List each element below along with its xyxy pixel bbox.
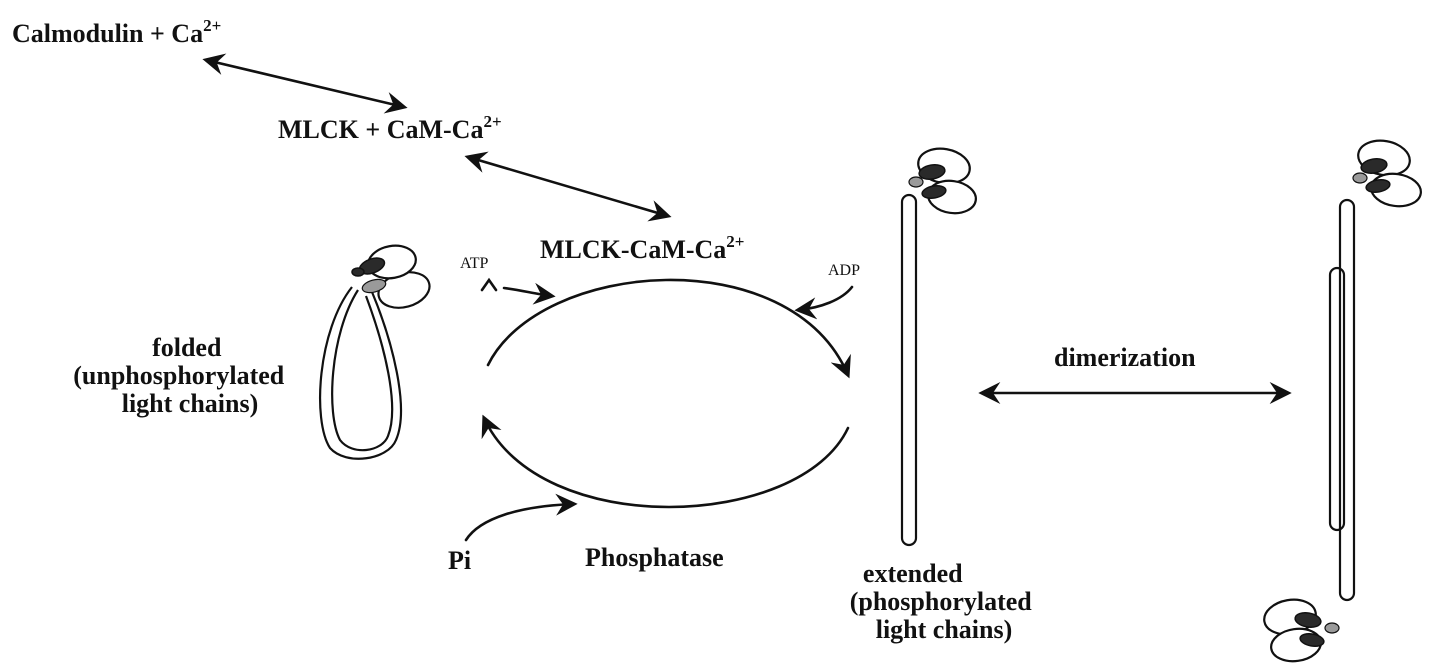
dimerization-label: dimerization [1054,343,1196,372]
atp-arrow [502,282,556,305]
extended-myosin-icon [900,147,977,547]
extended-label: extended (phosphorylated light chains) [850,559,1039,644]
equilibrium-arrow-2 [464,151,672,222]
adp-label: ADP [828,262,860,279]
mlck-plus-cam-label: MLCK + CaM-Ca2+ [278,112,502,144]
phosphatase-label: Phosphatase [585,543,724,572]
pi-arrow [464,493,578,542]
folded-myosin-icon [318,244,431,460]
phosphatase-arc-arrow [481,414,850,509]
mlck-cam-complex-label: MLCK-CaM-Ca2+ [540,232,744,264]
myosin-dimer-icon [1263,139,1422,663]
adp-arrow [794,285,854,320]
kinase-arc-arrow [486,278,851,379]
calmodulin-label: Calmodulin + Ca2+ [12,16,221,48]
equilibrium-arrow-1 [202,53,408,114]
folded-label: folded (unphosphorylated light chains) [73,333,290,418]
atp-release-tick [480,277,498,292]
pi-label: Pi [448,546,471,575]
atp-label: ATP [460,255,489,272]
